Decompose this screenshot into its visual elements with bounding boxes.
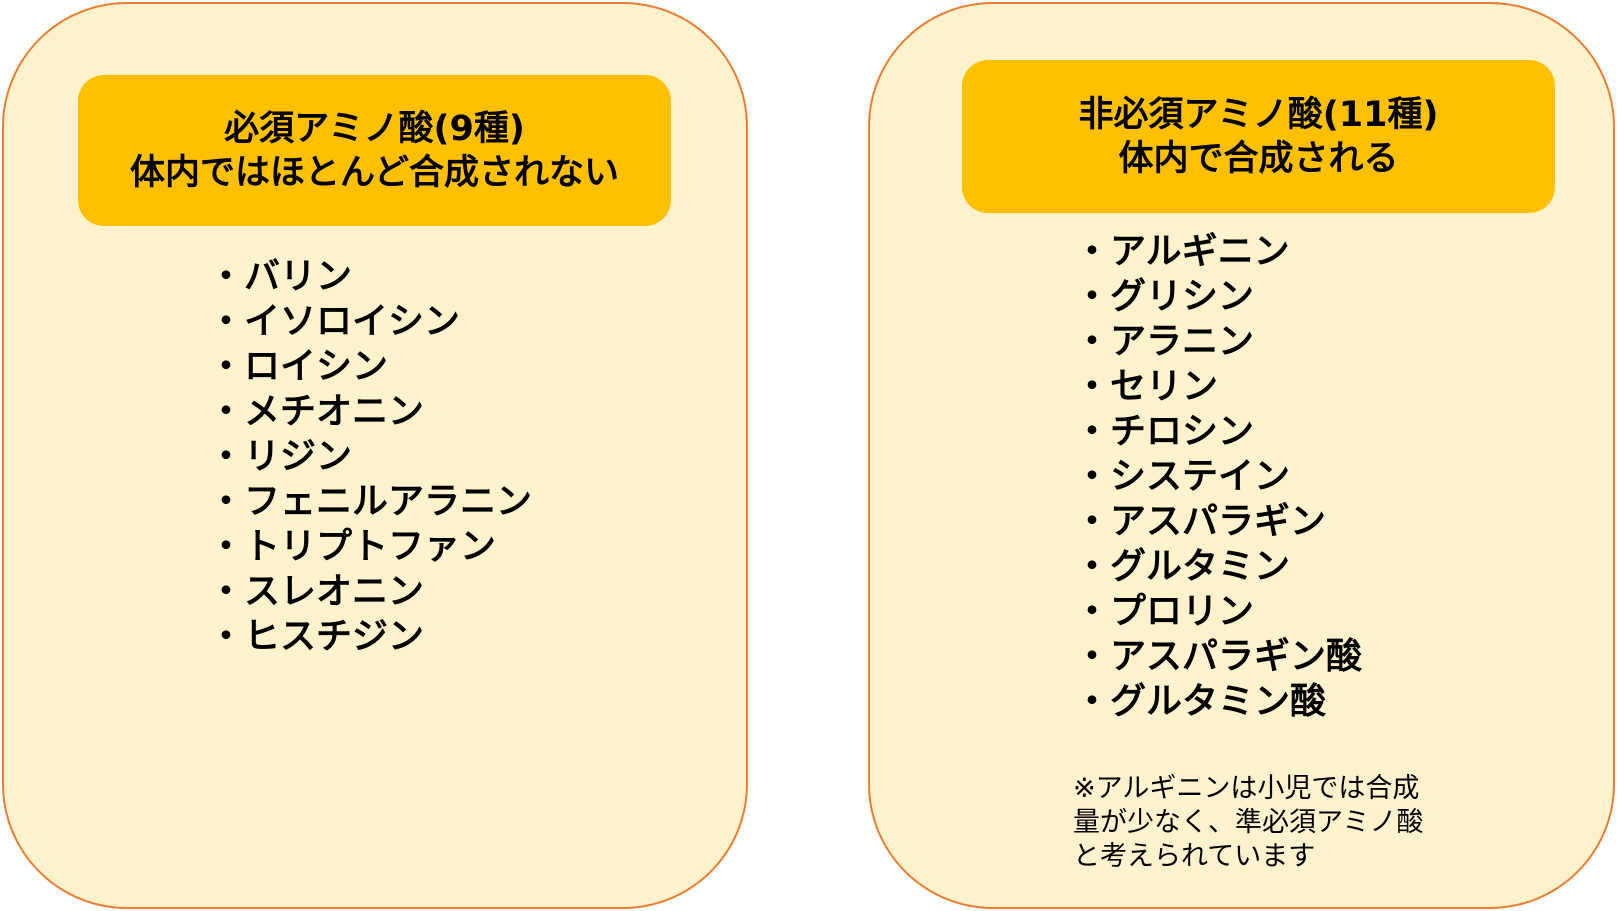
footnote-line: と考えられています: [1073, 841, 1316, 872]
list-item: グリシン: [1074, 274, 1362, 319]
footnote-line: ※アルギニンは小児では合成: [1073, 773, 1420, 804]
list-item: アスパラギン: [1074, 499, 1362, 544]
nonessential-list: アルギニン グリシン アラニン セリン チロシン システイン アスパラギン グル…: [1074, 229, 1362, 724]
list-item: システイン: [1074, 454, 1362, 499]
footnote-line: 量が少なく、準必須アミノ酸: [1073, 807, 1424, 838]
list-item: グルタミン: [1074, 544, 1362, 589]
essential-subtitle: 体内ではほとんど合成されない: [130, 152, 619, 193]
list-item: ヒスチジン: [208, 614, 532, 659]
essential-list: バリン イソロイシン ロイシン メチオニン リジン フェニルアラニン トリプトフ…: [208, 254, 532, 659]
nonessential-header: 非必須アミノ酸(11種) 体内で合成される: [962, 60, 1555, 213]
essential-header: 必須アミノ酸(9種) 体内ではほとんど合成されない: [78, 75, 671, 226]
arginine-footnote: ※アルギニンは小児では合成 量が少なく、準必須アミノ酸 と考えられています: [1073, 772, 1423, 874]
list-item: メチオニン: [208, 389, 532, 434]
list-item: リジン: [208, 434, 532, 479]
list-item: グルタミン酸: [1074, 679, 1362, 724]
list-item: アラニン: [1074, 319, 1362, 364]
list-item: アルギニン: [1074, 229, 1362, 274]
list-item: セリン: [1074, 364, 1362, 409]
essential-title: 必須アミノ酸(9種): [224, 108, 525, 149]
list-item: ロイシン: [208, 344, 532, 389]
list-item: バリン: [208, 254, 532, 299]
list-item: スレオニン: [208, 569, 532, 614]
nonessential-title: 非必須アミノ酸(11種): [1078, 94, 1439, 135]
list-item: アスパラギン酸: [1074, 634, 1362, 679]
list-item: チロシン: [1074, 409, 1362, 454]
list-item: フェニルアラニン: [208, 479, 532, 524]
nonessential-subtitle: 体内で合成される: [1118, 138, 1399, 179]
list-item: イソロイシン: [208, 299, 532, 344]
list-item: プロリン: [1074, 589, 1362, 634]
list-item: トリプトファン: [208, 524, 532, 569]
